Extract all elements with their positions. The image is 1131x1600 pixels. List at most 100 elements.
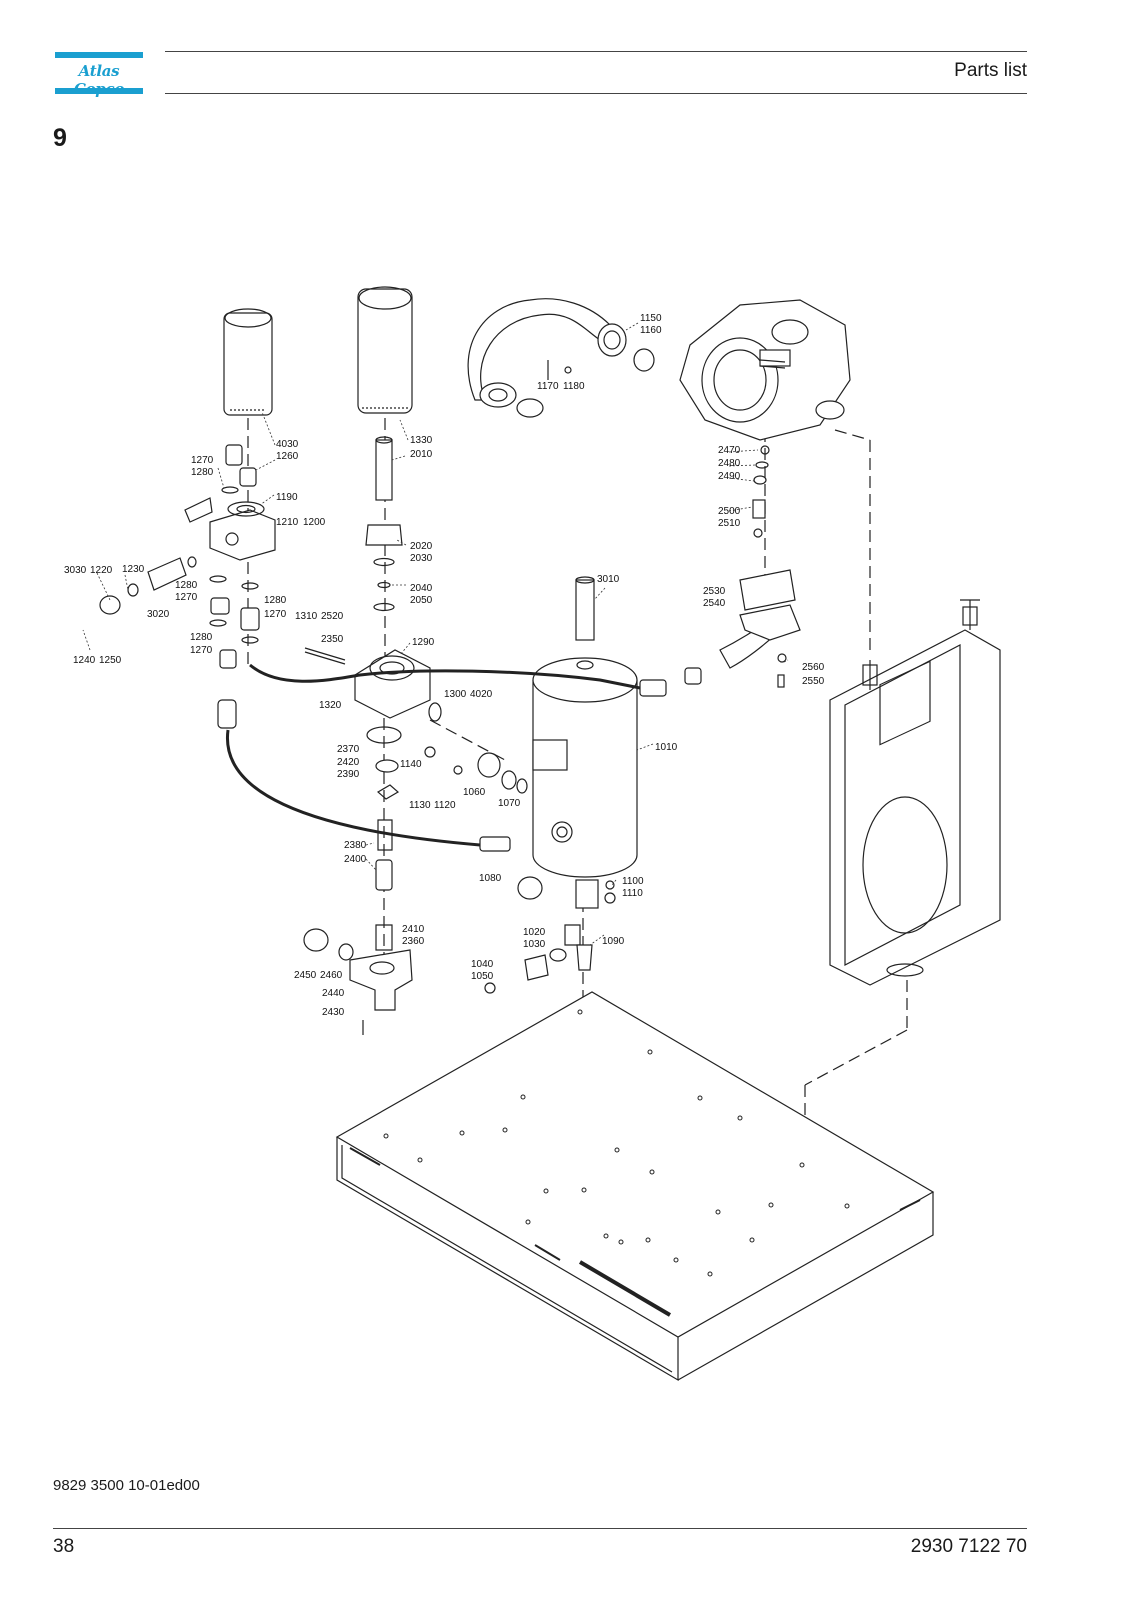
- logo-bottom-bar: [55, 88, 143, 94]
- callout-2420: 2420: [337, 757, 360, 768]
- section-number: 9: [53, 124, 67, 152]
- callout-1310: 1310: [295, 611, 318, 622]
- callout-1230: 1230: [122, 564, 145, 575]
- callout-2040: 2040: [410, 583, 433, 594]
- base-holes-drawing: [383, 1009, 850, 1277]
- callout-2550: 2550: [802, 676, 825, 687]
- diagram-drawing: [99, 286, 1001, 1382]
- callout-2390: 2390: [337, 769, 360, 780]
- compressor-fittings-drawing: [739, 445, 801, 688]
- hose-fittings-drawing: [209, 444, 260, 729]
- separator-head-drawing: [304, 436, 442, 722]
- callout-2560: 2560: [802, 662, 825, 673]
- callout-4020: 4020: [470, 689, 493, 700]
- callout-1160: 1160: [640, 325, 662, 336]
- callout-1090: 1090: [602, 936, 625, 947]
- header-rule-top: [165, 51, 1027, 52]
- callout-2410: 2410: [402, 924, 425, 935]
- brand-logo: Atlas Copco: [55, 52, 143, 98]
- document-code: 9829 3500 10-01ed00: [53, 1477, 200, 1494]
- callout-1240: 1240: [73, 655, 96, 666]
- receiver-tank-drawing: [532, 576, 638, 909]
- callout-1190: 1190: [276, 492, 298, 503]
- base-frame-drawing: [335, 991, 935, 1382]
- callout-2030: 2030: [410, 553, 433, 564]
- callout-2450: 2450: [294, 970, 317, 981]
- callout-1050: 1050: [471, 971, 494, 982]
- callout-3030: 3030: [64, 565, 87, 576]
- callout-2530: 2530: [703, 586, 726, 597]
- page-header-title: Parts list: [954, 60, 1027, 81]
- callout-2010: 2010: [410, 449, 433, 460]
- callout-1280: 1280: [190, 632, 213, 643]
- callout-2470: 2470: [718, 445, 741, 456]
- callout-2480: 2480: [718, 458, 741, 469]
- callout-1280: 1280: [264, 595, 287, 606]
- callout-1290: 1290: [412, 637, 435, 648]
- callout-2490: 2490: [718, 471, 741, 482]
- callout-1010: 1010: [655, 742, 678, 753]
- compressor-element-drawing: [679, 299, 851, 441]
- callout-3010: 3010: [597, 574, 620, 585]
- callout-1120: 1120: [434, 800, 456, 811]
- min-pressure-valve-drawing: [303, 726, 413, 1035]
- hoses-drawing: [225, 663, 641, 847]
- oil-filter-drawing: [223, 308, 273, 416]
- header-rule-bottom: [165, 93, 1027, 94]
- callout-1180: 1180: [563, 381, 585, 392]
- callout-2050: 2050: [410, 595, 433, 606]
- callout-2520: 2520: [321, 611, 344, 622]
- callout-1170: 1170: [537, 381, 559, 392]
- callout-1080: 1080: [479, 873, 502, 884]
- callout-1280: 1280: [175, 580, 198, 591]
- callout-2460: 2460: [320, 970, 343, 981]
- callout-1140: 1140: [400, 759, 422, 770]
- callout-1030: 1030: [523, 939, 546, 950]
- callout-1100: 1100: [622, 876, 644, 887]
- callout-1260: 1260: [276, 451, 299, 462]
- callout-2430: 2430: [322, 1007, 345, 1018]
- callout-1200: 1200: [303, 517, 326, 528]
- callout-2400: 2400: [344, 854, 367, 865]
- callout-1300: 1300: [444, 689, 467, 700]
- callout-1070: 1070: [498, 798, 521, 809]
- filter-head-drawing: [184, 497, 276, 561]
- intake-elbow-drawing: [467, 298, 655, 418]
- callout-2540: 2540: [703, 598, 726, 609]
- callout-1150: 1150: [640, 313, 662, 324]
- callout-1130: 1130: [409, 800, 431, 811]
- callout-1110: 1110: [622, 888, 643, 899]
- callout-2510: 2510: [718, 518, 741, 529]
- callout-2380: 2380: [344, 840, 367, 851]
- callout-2350: 2350: [321, 634, 344, 645]
- thermostatic-valve-drawing: [99, 556, 197, 615]
- callout-1270: 1270: [175, 592, 198, 603]
- callout-2360: 2360: [402, 936, 425, 947]
- frame-panel-drawing: [829, 599, 1001, 986]
- callout-4030: 4030: [276, 439, 299, 450]
- callout-1210: 1210: [276, 517, 299, 528]
- callout-1280: 1280: [191, 467, 214, 478]
- callout-1220: 1220: [90, 565, 113, 576]
- callout-1270: 1270: [191, 455, 214, 466]
- separator-cartridge-drawing: [357, 286, 413, 414]
- callout-3020: 3020: [147, 609, 170, 620]
- callout-2500: 2500: [718, 506, 741, 517]
- tank-fittings-drawing: [424, 746, 616, 994]
- leader-lines: [82, 322, 789, 946]
- callout-1250: 1250: [99, 655, 122, 666]
- callout-1270: 1270: [190, 645, 213, 656]
- callout-1040: 1040: [471, 959, 494, 970]
- callout-1020: 1020: [523, 927, 546, 938]
- part-number: 2930 7122 70: [910, 1536, 1027, 1557]
- page-number: 38: [53, 1536, 75, 1557]
- callout-1330: 1330: [410, 435, 433, 446]
- callout-1060: 1060: [463, 787, 486, 798]
- callout-2370: 2370: [337, 744, 360, 755]
- callout-2020: 2020: [410, 541, 433, 552]
- footer-rule: [53, 1528, 1027, 1529]
- callout-1320: 1320: [319, 700, 342, 711]
- callout-1270: 1270: [264, 609, 287, 620]
- callout-2440: 2440: [322, 988, 345, 999]
